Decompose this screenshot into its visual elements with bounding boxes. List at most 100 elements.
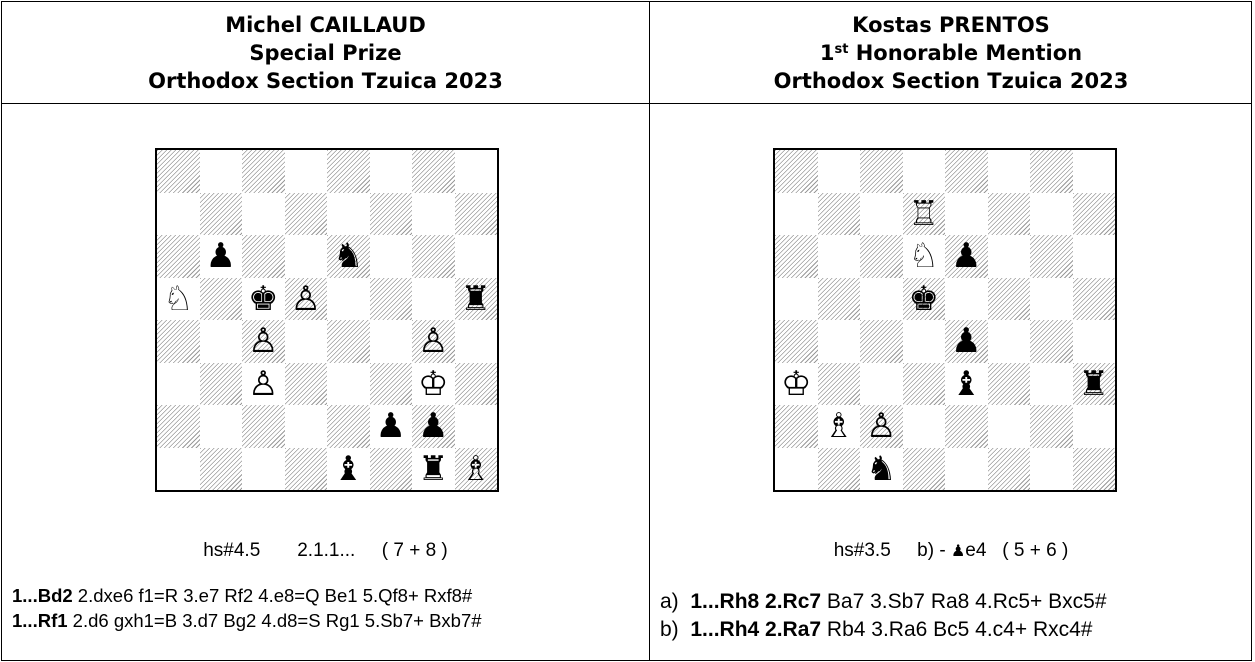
black-pawn-icon: ♟	[950, 541, 966, 560]
square-e7	[327, 193, 370, 236]
square-a1	[775, 448, 818, 491]
square-c3: ♙	[242, 363, 285, 406]
black-king-icon: ♚	[248, 278, 279, 319]
square-b5	[817, 277, 860, 320]
square-g5	[1030, 278, 1073, 321]
square-a2	[157, 405, 200, 448]
white-pawn-icon: ♙	[290, 278, 321, 319]
square-d7: ♖	[902, 192, 945, 235]
square-h5: ♜	[454, 277, 497, 320]
white-knight-icon: ♘	[908, 236, 939, 277]
black-pawn-icon: ♟	[951, 236, 982, 277]
square-e7	[945, 193, 988, 236]
square-c8	[860, 150, 903, 193]
square-g4	[1030, 320, 1073, 363]
black-knight-icon: ♞	[333, 236, 364, 277]
black-pawn-icon: ♟	[375, 406, 406, 447]
stipulation: hs#4.5	[203, 540, 261, 561]
square-d6	[285, 235, 328, 278]
square-c1: ♞	[860, 448, 903, 491]
square-b1	[817, 447, 860, 490]
square-b2: ♗	[818, 405, 861, 448]
square-f4	[988, 320, 1031, 363]
solution-key: 1...Rh4 2.Ra7	[690, 618, 822, 641]
square-e2	[327, 405, 370, 448]
twins-square: e4	[965, 540, 987, 561]
square-d1	[902, 447, 945, 490]
square-g1	[1030, 448, 1073, 491]
square-e6: ♟	[945, 235, 988, 278]
square-h7	[1072, 192, 1115, 235]
white-bishop-icon: ♗	[823, 406, 854, 447]
square-e1: ♝	[327, 448, 370, 491]
square-c4: ♙	[242, 320, 285, 363]
award-ordinal: 1	[819, 40, 835, 65]
square-d8	[285, 150, 328, 193]
square-d2	[285, 405, 328, 448]
white-pawn-icon: ♙	[248, 321, 279, 362]
square-e3: ♝	[945, 363, 988, 406]
stipulation-line: hs#3.5 b) - ♟e4 ( 5 + 6 )	[650, 540, 1252, 562]
solution-key: 1...Rh8 2.Rc7	[690, 590, 822, 613]
award: Special Prize	[249, 40, 402, 65]
square-d3	[902, 362, 945, 405]
square-d5: ♚	[902, 277, 945, 320]
square-g2: ♟	[412, 405, 455, 448]
author: Michel CAILLAUD	[225, 12, 426, 37]
solution-text: Rb4 3.Ra6 Bc5 4.c4+ Rxc4#	[821, 618, 1093, 641]
solution-line: 1...Rf1 2.d6 gxh1=B 3.d7 Bg2 4.d8=S Rg1 …	[12, 610, 482, 632]
black-king-icon: ♚	[908, 278, 939, 319]
square-b3	[817, 362, 860, 405]
black-bishop-icon: ♝	[951, 363, 982, 404]
square-b1	[199, 447, 242, 490]
square-h6	[455, 235, 498, 278]
square-e2	[945, 405, 988, 448]
square-f2: ♟	[370, 405, 413, 448]
square-f5	[369, 277, 412, 320]
solution-key: 1...Rf1	[12, 610, 68, 631]
square-c4	[860, 320, 903, 363]
square-h3: ♜	[1072, 362, 1115, 405]
square-a2	[775, 405, 818, 448]
solution-key: 1...Bd2	[12, 585, 73, 606]
square-e1	[945, 448, 988, 491]
square-c6	[860, 235, 903, 278]
square-h3	[454, 362, 497, 405]
square-b6	[818, 235, 861, 278]
award-name: Honorable Mention	[848, 40, 1083, 65]
square-b8	[200, 150, 243, 193]
square-h2	[1073, 405, 1116, 448]
twins: b) -	[917, 540, 951, 561]
tourney: Orthodox Section Tzuica 2023	[148, 68, 503, 93]
square-g6	[412, 235, 455, 278]
square-a8	[775, 150, 818, 193]
square-f5	[987, 277, 1030, 320]
square-a3	[157, 363, 200, 406]
square-a3: ♔	[775, 363, 818, 406]
solution-text: 2.d6 gxh1=B 3.d7 Bg2 4.d8=S Rg1 5.Sb7+ B…	[67, 610, 482, 631]
square-b2	[200, 405, 243, 448]
column-divider	[649, 1, 650, 661]
black-rook-icon: ♜	[418, 448, 449, 489]
white-rook-icon: ♖	[908, 193, 939, 234]
square-h6	[1073, 235, 1116, 278]
square-e3	[327, 363, 370, 406]
square-a1	[157, 448, 200, 491]
square-f8	[988, 150, 1031, 193]
square-c3	[860, 363, 903, 406]
square-h5	[1072, 277, 1115, 320]
piece-count: ( 7 + 8 )	[381, 540, 448, 561]
square-g3: ♔	[412, 363, 455, 406]
white-king-icon: ♔	[418, 363, 449, 404]
square-c5	[860, 278, 903, 321]
black-knight-icon: ♞	[866, 448, 897, 489]
chess-diagram: ♖♘♟♚♟♔♝♜♗♙♞	[773, 148, 1117, 492]
square-f4	[370, 320, 413, 363]
chess-diagram: ♟♞♘♚♙♜♙♙♙♔♟♟♝♜♗	[155, 148, 499, 492]
square-a8	[157, 150, 200, 193]
square-c2	[242, 405, 285, 448]
solution-line: 1...Bd2 2.dxe6 f1=R 3.e7 Rf2 4.e8=Q Be1 …	[12, 585, 472, 607]
square-b4	[200, 320, 243, 363]
square-c7	[242, 193, 285, 236]
solution-text: Ba7 3.Sb7 Ra8 4.Rc5+ Bxc5#	[821, 590, 1107, 613]
